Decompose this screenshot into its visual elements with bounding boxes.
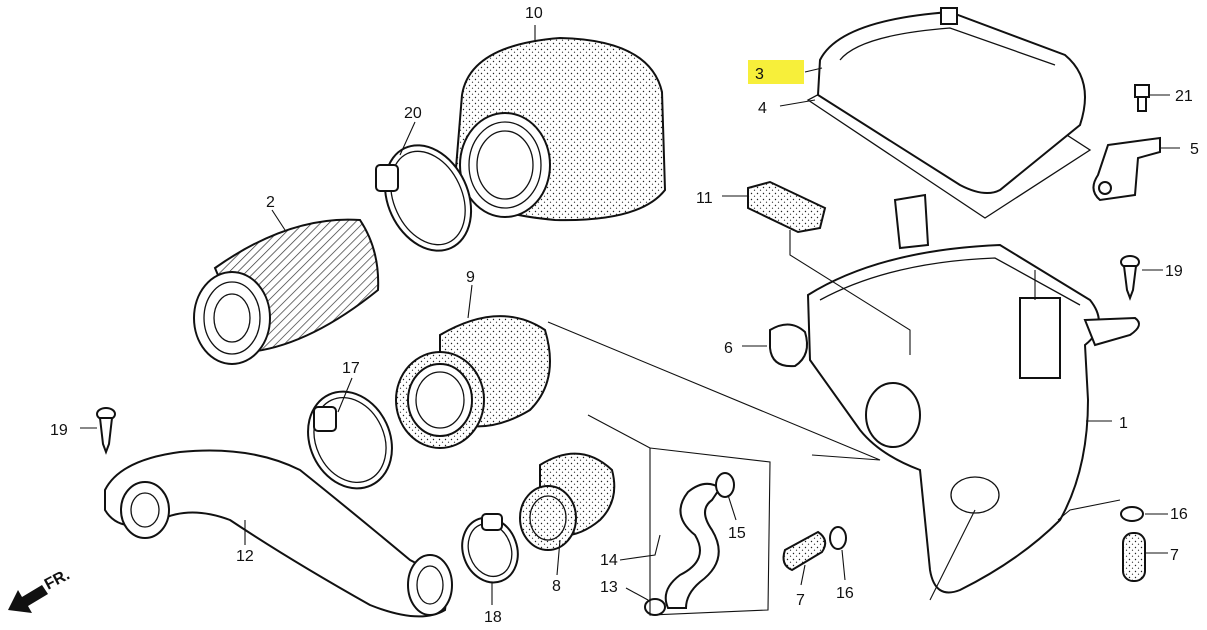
callout-19-right: 19 xyxy=(1165,263,1183,280)
leader-lines xyxy=(80,25,1180,616)
part-19-push-clip-left xyxy=(96,407,116,455)
callout-15: 15 xyxy=(728,525,746,542)
callout-14: 14 xyxy=(600,552,618,569)
front-direction-indicator: FR. xyxy=(8,566,73,613)
part-16-clip-right xyxy=(1120,506,1144,522)
part-8-funnel-tube xyxy=(519,452,616,551)
part-9-connecting-tube xyxy=(395,315,551,449)
callout-16-right: 16 xyxy=(1170,506,1188,523)
part-3-case-cover xyxy=(816,7,1086,195)
callout-4: 4 xyxy=(758,100,767,117)
callout-6: 6 xyxy=(724,340,733,357)
part-19-push-clip-right xyxy=(1120,255,1140,301)
callout-11: 11 xyxy=(696,190,713,207)
callout-12: 12 xyxy=(236,548,254,565)
callout-16-lower: 16 xyxy=(836,585,854,602)
callout-5: 5 xyxy=(1190,141,1199,158)
callout-10: 10 xyxy=(525,5,543,22)
part-18-clamp xyxy=(461,513,519,584)
callout-17: 17 xyxy=(342,360,360,377)
callout-7-lower: 7 xyxy=(796,592,805,609)
part-20-clamp xyxy=(375,144,473,252)
part-16-clip-lower xyxy=(829,526,847,550)
part-11-foam-block xyxy=(747,180,827,234)
callout-1: 1 xyxy=(1119,415,1128,432)
part-14-drain-hose xyxy=(664,482,722,609)
part-17-clamp xyxy=(307,390,393,490)
callout-19-left: 19 xyxy=(50,422,68,439)
callout-7-right: 7 xyxy=(1170,547,1179,564)
callout-18: 18 xyxy=(484,609,502,626)
callout-3-highlight xyxy=(748,60,804,84)
callout-21: 21 xyxy=(1175,88,1193,105)
callout-9: 9 xyxy=(466,269,475,286)
arrow-down-left-icon xyxy=(8,585,48,613)
callout-2: 2 xyxy=(266,194,275,211)
part-6-hose-clamp xyxy=(769,323,808,368)
part-12-intake-duct xyxy=(104,449,453,618)
part-13-hose-clip xyxy=(644,598,666,616)
part-5-bracket xyxy=(1092,136,1161,202)
part-7-drain-plug-lower xyxy=(782,530,827,572)
part-7-drain-plug-right xyxy=(1122,532,1146,582)
callout-8: 8 xyxy=(552,578,561,595)
direction-label: FR. xyxy=(42,566,73,593)
part-2-mesh-element xyxy=(193,218,380,365)
part-10-outer-foam-filter xyxy=(453,36,667,222)
callout-13: 13 xyxy=(600,579,618,596)
callout-numbers: 1 2 3 4 5 6 7 7 8 9 10 11 12 13 14 15 16… xyxy=(50,5,1199,626)
part-15-hose-clip xyxy=(715,472,735,498)
part-21-bolt xyxy=(1134,84,1150,112)
callout-20: 20 xyxy=(404,105,422,122)
part-1-air-cleaner-case xyxy=(806,193,1140,594)
callout-3: 3 xyxy=(755,66,764,83)
